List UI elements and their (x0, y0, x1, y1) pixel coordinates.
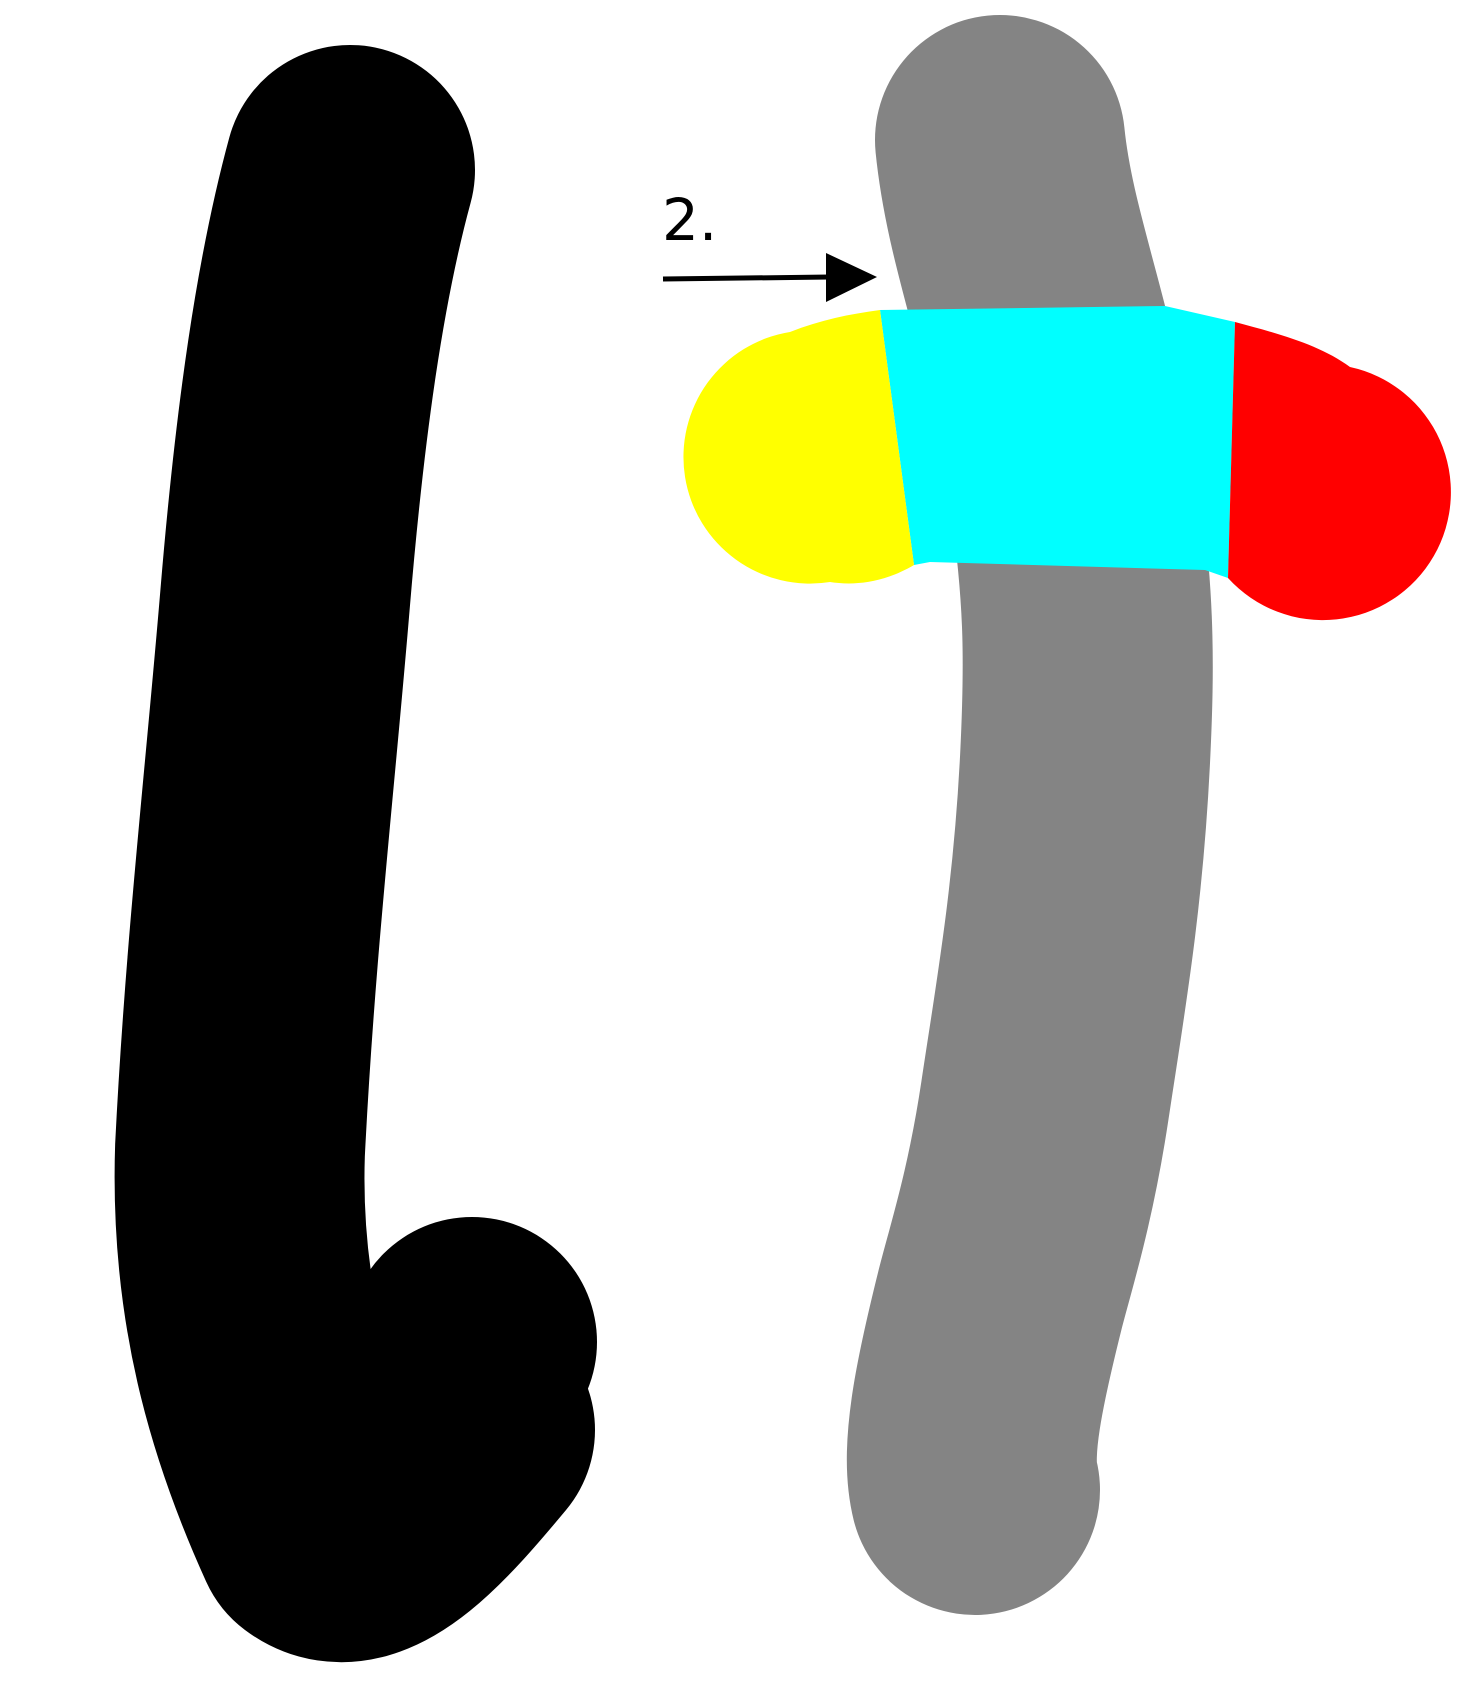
segment-left (683, 310, 914, 584)
original-stroke-hook-end (347, 1217, 597, 1467)
segmented-horizontal-stroke (683, 306, 1451, 621)
original-stroke-body (114, 45, 595, 1662)
segment-right (1228, 322, 1451, 621)
step-arrow-annotation: 2. (662, 186, 877, 302)
arrow-shaft (662, 274, 831, 282)
arrowhead-icon (826, 253, 877, 302)
segment-middle (880, 306, 1235, 578)
step-label: 2. (662, 186, 717, 254)
original-stroke (114, 45, 597, 1662)
